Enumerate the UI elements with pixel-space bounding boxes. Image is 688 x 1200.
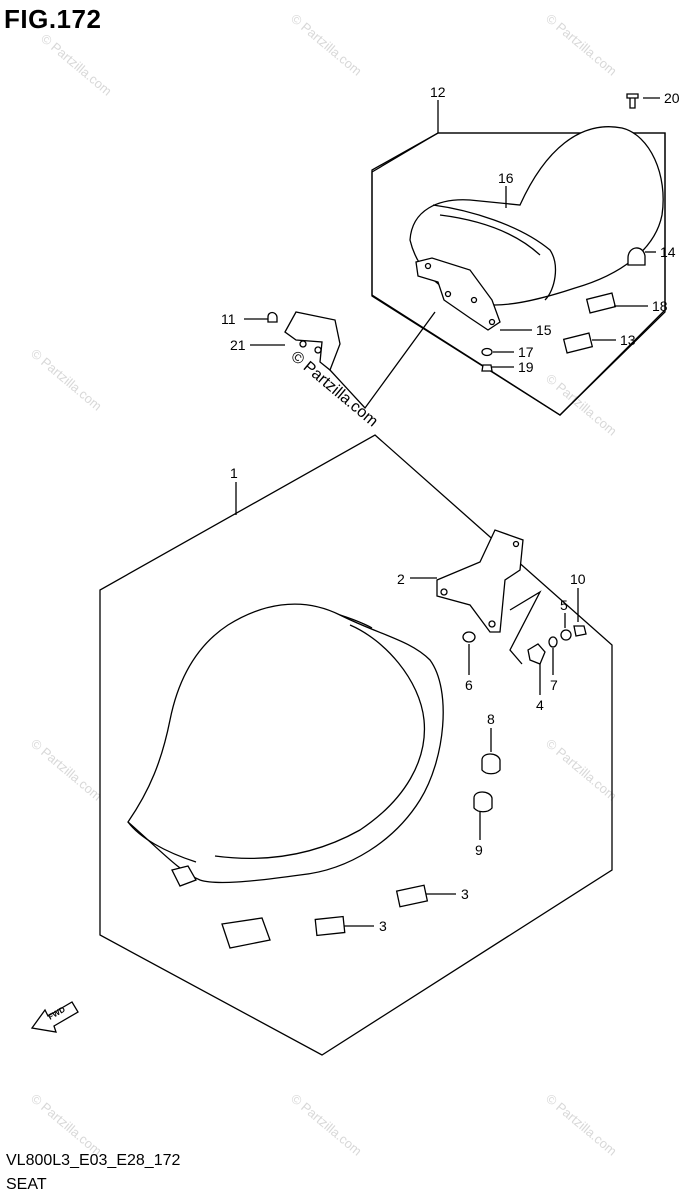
bolt-hole <box>440 588 448 596</box>
nut-19 <box>481 364 493 372</box>
callout-16: 16 <box>498 170 514 186</box>
watermark: © Partzilla.com <box>288 1091 365 1159</box>
watermark: © Partzilla.com <box>28 346 105 414</box>
bolt-hole <box>488 318 496 326</box>
callout-10: 10 <box>570 571 586 587</box>
cushion-18 <box>585 292 617 314</box>
pillion-seat-seam <box>432 204 557 301</box>
main-seat-seam <box>339 614 373 629</box>
bolt-hole <box>314 346 322 354</box>
callout-9: 9 <box>475 842 483 858</box>
pillion-seat-seam <box>439 214 541 256</box>
clip-4 <box>527 643 546 665</box>
cushion-8 <box>481 753 501 775</box>
watermark: © Partzilla.com <box>28 736 105 804</box>
figure-name: SEAT <box>6 1176 47 1193</box>
grommet <box>627 247 646 266</box>
callout-11: 11 <box>221 311 236 327</box>
callout-12: 12 <box>430 84 446 100</box>
callout-1: 1 <box>230 465 238 481</box>
seat-bracket <box>436 529 524 633</box>
callout-17: 17 <box>518 344 534 360</box>
main-seat-seam <box>127 821 197 863</box>
callout-3: 3 <box>379 918 387 934</box>
watermark: © Partzilla.com <box>288 11 365 79</box>
watermark: © Partzilla.com <box>543 736 620 804</box>
bolt-11 <box>267 311 278 323</box>
cushion-3 <box>395 884 429 908</box>
screw-20 <box>626 93 639 109</box>
callout-20: 20 <box>664 90 680 106</box>
watermark: © Partzilla.com <box>543 11 620 79</box>
callout-4: 4 <box>536 697 544 713</box>
seat-tab <box>171 865 197 887</box>
watermark: © Partzilla.com <box>28 1091 105 1159</box>
callout-21: 21 <box>230 337 246 353</box>
washer-6 <box>462 631 476 643</box>
callout-13: 13 <box>620 332 636 348</box>
collar-7 <box>548 636 558 648</box>
leader-line <box>509 590 542 665</box>
fwd-arrow: FWD <box>30 1001 79 1033</box>
leader-line <box>329 311 436 410</box>
callout-6: 6 <box>465 677 473 693</box>
nut-10 <box>573 625 587 637</box>
bolt-hole <box>424 262 432 270</box>
washer-5 <box>560 629 572 641</box>
watermark: © Partzilla.com <box>543 1091 620 1159</box>
cushion-3 <box>314 915 346 937</box>
callout-18: 18 <box>652 298 668 314</box>
group-outline-main-seat <box>99 434 613 1056</box>
figure-title: FIG.172 <box>4 4 102 34</box>
bolt-hole <box>512 540 520 548</box>
callout-5: 5 <box>560 597 568 613</box>
callout-14: 14 <box>660 244 676 260</box>
washer-17 <box>481 347 493 357</box>
callout-15: 15 <box>536 322 552 338</box>
main-seat-seam <box>214 624 426 860</box>
bolt-hole <box>444 290 452 298</box>
cushion-9 <box>473 791 493 813</box>
callouts: 1 2 3 3 4 5 6 7 8 9 10 11 12 13 14 15 16… <box>221 84 680 934</box>
bolt-hole <box>470 296 478 304</box>
watermark: © Partzilla.com <box>38 31 115 99</box>
bolt-hole <box>488 620 496 628</box>
callout-8: 8 <box>487 711 495 727</box>
seat-box-part <box>221 917 271 949</box>
pillion-bracket <box>415 257 501 331</box>
callout-7: 7 <box>550 677 558 693</box>
cushion-13 <box>562 332 594 354</box>
callout-2: 2 <box>397 571 405 587</box>
callout-3: 3 <box>461 886 469 902</box>
bolt-hole <box>299 340 307 348</box>
figure-code: VL800L3_E03_E28_172 <box>6 1152 181 1169</box>
callout-19: 19 <box>518 359 534 375</box>
pillion-seat-cushion <box>409 126 664 306</box>
watermark: © Partzilla.com <box>543 371 620 439</box>
main-seat <box>127 603 444 884</box>
